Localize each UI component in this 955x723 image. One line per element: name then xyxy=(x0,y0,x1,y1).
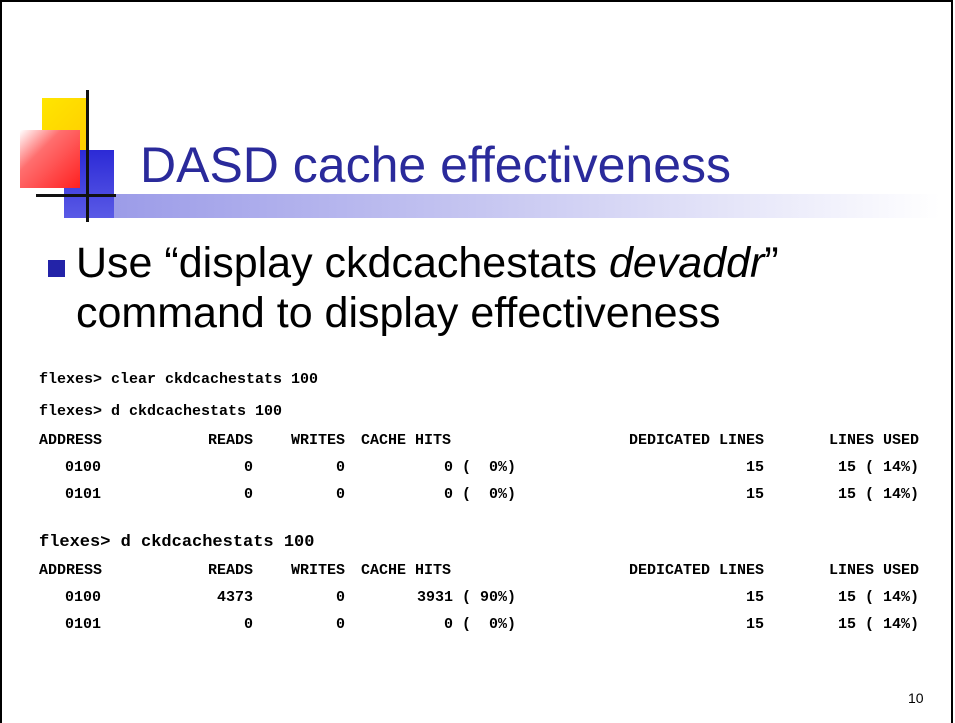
cell-reads: 0 xyxy=(243,486,253,503)
cell-writes: 0 xyxy=(335,459,345,476)
command-line-display-2: flexes> d ckdcachestats 100 xyxy=(39,533,315,552)
header-dedicated-lines: DEDICATED LINES xyxy=(628,432,764,449)
command-line-clear: flexes> clear ckdcachestats 100 xyxy=(39,371,319,388)
cell-address: 0101 xyxy=(65,486,102,503)
cell-lines-used: 15 ( 14%) xyxy=(837,486,919,503)
header-reads: READS xyxy=(207,432,253,449)
bullet-suffix: ” command to display effectiveness xyxy=(76,239,779,337)
cell-writes: 0 xyxy=(335,589,345,606)
stats-table-2: ADDRESS READS WRITES CACHE HITS DEDICATE… xyxy=(39,557,919,638)
cell-writes: 0 xyxy=(335,486,345,503)
header-writes: WRITES xyxy=(290,562,345,579)
cell-address: 0100 xyxy=(65,459,102,476)
bullet-text: Use “display ckdcachestats devaddr” comm… xyxy=(76,238,936,338)
cell-reads: 0 xyxy=(243,616,253,633)
header-lines-used: LINES USED xyxy=(828,562,919,579)
cell-dedicated-lines: 15 xyxy=(745,616,764,633)
table-row: 0100 4373 0 3931 ( 90%) 15 15 ( 14%) xyxy=(39,584,919,611)
cell-address: 0100 xyxy=(65,589,102,606)
header-cache-hits: CACHE HITS xyxy=(361,562,452,579)
cell-writes: 0 xyxy=(335,616,345,633)
cell-reads: 4373 xyxy=(216,589,253,606)
page-number: 10 xyxy=(908,690,924,706)
header-writes: WRITES xyxy=(290,432,345,449)
cell-cache-hits: 0 ( 0%) xyxy=(443,459,516,476)
cell-lines-used: 15 ( 14%) xyxy=(837,459,919,476)
table-row: 0101 0 0 0 ( 0%) 15 15 ( 14%) xyxy=(39,611,919,638)
stats-table-1: ADDRESS READS WRITES CACHE HITS DEDICATE… xyxy=(39,427,919,508)
ornament-red-square xyxy=(20,130,80,188)
header-lines-used: LINES USED xyxy=(828,432,919,449)
cell-reads: 0 xyxy=(243,459,253,476)
header-dedicated-lines: DEDICATED LINES xyxy=(628,562,764,579)
slide-title: DASD cache effectiveness xyxy=(140,137,732,193)
bullet-argument: devaddr xyxy=(608,239,765,287)
table-row: 0100 0 0 0 ( 0%) 15 15 ( 14%) xyxy=(39,454,919,481)
cell-dedicated-lines: 15 xyxy=(745,459,764,476)
cell-lines-used: 15 ( 14%) xyxy=(837,616,919,633)
cell-address: 0101 xyxy=(65,616,102,633)
cell-cache-hits: 0 ( 0%) xyxy=(443,486,516,503)
header-cache-hits: CACHE HITS xyxy=(361,432,452,449)
table-header-row: ADDRESS READS WRITES CACHE HITS DEDICATE… xyxy=(39,557,919,584)
header-reads: READS xyxy=(207,562,253,579)
cell-cache-hits: 3931 ( 90%) xyxy=(416,589,516,606)
header-address: ADDRESS xyxy=(39,432,103,449)
cell-lines-used: 15 ( 14%) xyxy=(837,589,919,606)
cell-dedicated-lines: 15 xyxy=(745,486,764,503)
title-underline xyxy=(106,194,940,218)
cell-dedicated-lines: 15 xyxy=(745,589,764,606)
command-line-display-1: flexes> d ckdcachestats 100 xyxy=(39,403,283,420)
table-header-row: ADDRESS READS WRITES CACHE HITS DEDICATE… xyxy=(39,427,919,454)
cell-cache-hits: 0 ( 0%) xyxy=(443,616,516,633)
bullet-square-icon xyxy=(48,260,65,277)
bullet-prefix: Use “display ckdcachestats xyxy=(76,239,609,287)
ornament-vertical-line xyxy=(86,90,89,222)
ornament-horizontal-line xyxy=(36,194,116,197)
table-row: 0101 0 0 0 ( 0%) 15 15 ( 14%) xyxy=(39,481,919,508)
header-address: ADDRESS xyxy=(39,562,103,579)
